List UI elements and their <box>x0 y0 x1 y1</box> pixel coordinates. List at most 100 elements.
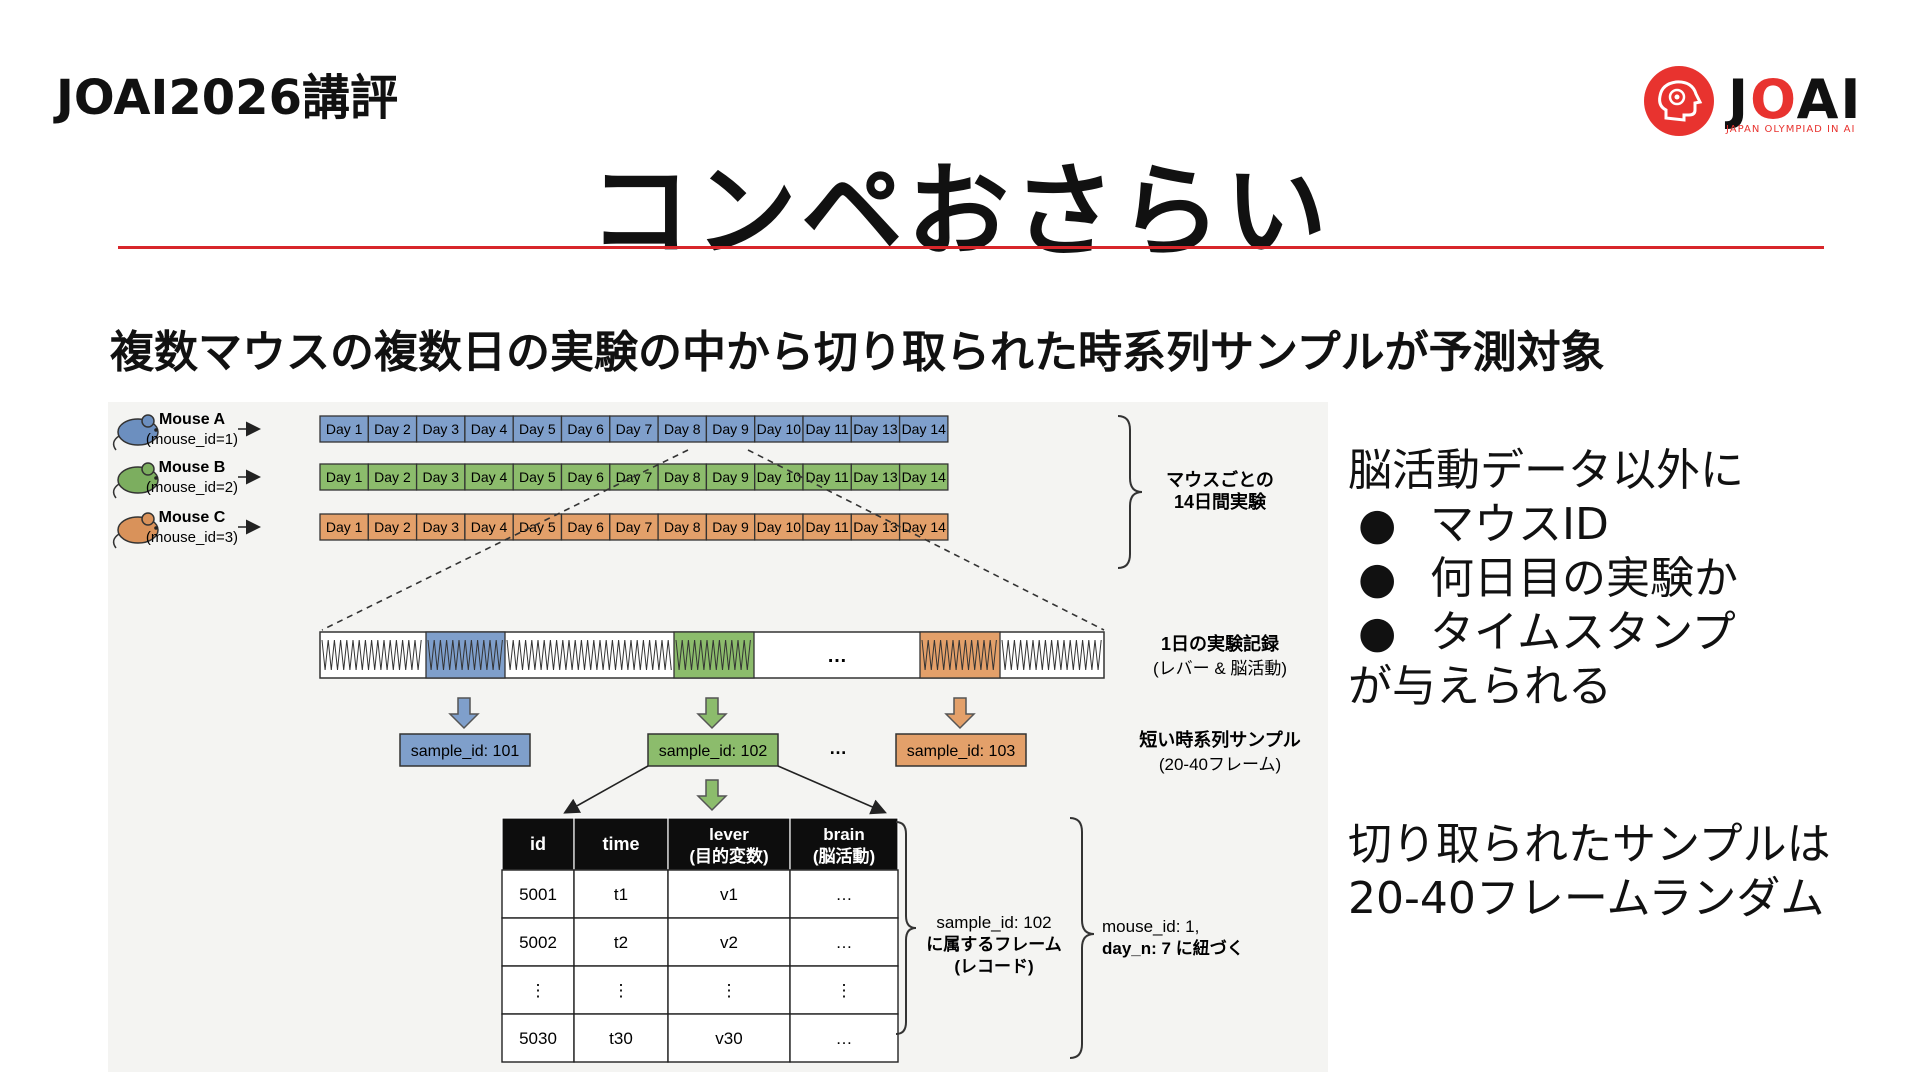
sample-box-101 <box>399 733 531 767</box>
table-header-cell <box>667 817 791 871</box>
bullet-icon: ● <box>1358 499 1397 550</box>
day-label: Day 1 <box>326 421 363 437</box>
experiment-brace <box>1117 415 1143 569</box>
mouse-name: Mouse A <box>159 411 226 428</box>
day-cell <box>802 513 852 541</box>
features-intro: 脳活動データ以外に <box>1348 445 1744 496</box>
table-cell-text: 5001 <box>519 885 557 904</box>
table-header-cell <box>789 817 899 871</box>
day-cell <box>415 415 466 443</box>
day-label: Day 3 <box>422 469 459 485</box>
table-cell <box>501 869 575 919</box>
mouse-rows: Mouse A (mouse_id=1) Day 1 Day 2 Day 3 Day 4 D… <box>112 411 949 549</box>
bullet-item-day: ●何日目の実験か <box>1348 552 1744 606</box>
day-cell <box>367 415 418 443</box>
record-sample-segment <box>673 631 755 679</box>
mouse-icon <box>112 462 159 499</box>
short-series-label-1: 短い時系列サンプル <box>1139 729 1300 750</box>
day-label: Day 7 <box>616 421 653 437</box>
day-label: Day 9 <box>712 421 749 437</box>
mouse-icon <box>112 512 159 549</box>
experiment-label-1: マウスごとの <box>1166 469 1274 490</box>
table-cell-text: … <box>836 1029 853 1048</box>
sample-boxes: sample_id: 101 sample_id: 102 … sample_i… <box>399 733 1027 767</box>
waveform <box>506 639 672 671</box>
samples-ellipsis: … <box>829 738 847 758</box>
table-cell <box>789 917 899 967</box>
record-sample-segment <box>919 631 1001 679</box>
day-label: Day 10 <box>757 519 802 535</box>
waveform <box>427 639 503 671</box>
short-series-label-2: (20-40フレーム) <box>1159 755 1281 774</box>
day-label: Day 14 <box>902 469 947 485</box>
record-label-1: 1日の実験記録 <box>1161 633 1280 654</box>
bullet-item-mouse-id: ●マウスID <box>1348 498 1744 552</box>
table-cell-text: ⋮ <box>721 981 738 1000</box>
table-header-label: lever <box>709 825 749 844</box>
day-cell <box>898 513 949 541</box>
day-label: Day 4 <box>471 421 508 437</box>
record-sample-segment <box>425 631 506 679</box>
day-cell <box>464 513 514 541</box>
day-cell <box>367 513 418 541</box>
mouse-name: Mouse B <box>159 459 226 476</box>
sample-box-102 <box>647 733 779 767</box>
day-cell <box>560 513 611 541</box>
table-cell-text: 5002 <box>519 933 557 952</box>
table-header-sublabel: (脳活動) <box>813 846 875 866</box>
day-label: Day 1 <box>326 519 363 535</box>
day-cell <box>609 415 659 443</box>
day-cell <box>754 415 804 443</box>
sample-label-103: sample_id: 103 <box>907 743 1016 760</box>
day-label: Day 11 <box>805 469 849 485</box>
waveform <box>921 639 997 671</box>
day-cell <box>319 415 369 443</box>
table-cell <box>789 1013 899 1063</box>
day-label: Day 2 <box>374 469 411 485</box>
day-cell <box>657 463 708 491</box>
waveform <box>1001 639 1102 671</box>
day-cell <box>319 463 369 491</box>
day-cell <box>754 463 804 491</box>
side-notes-sample: 切り取られたサンプルは 20-40フレームランダム <box>1348 818 1831 926</box>
day-label: Day 6 <box>567 421 604 437</box>
mouse-id-label: (mouse_id=1) <box>146 431 238 448</box>
day-label: Day 14 <box>902 421 947 437</box>
table-cell-text: t2 <box>614 933 628 952</box>
mouse-icon <box>112 414 159 451</box>
day-cell <box>898 463 949 491</box>
table-cell <box>501 1013 575 1063</box>
sample-note-line-2: 20-40フレームランダム <box>1348 873 1825 924</box>
joai-logo: JOAI JAPAN OLYMPIAD IN AI <box>1644 66 1864 146</box>
day-label: Day 6 <box>567 519 604 535</box>
brain-head-icon <box>1644 66 1714 136</box>
day-label: Day 14 <box>902 519 947 535</box>
logo-tagline: JAPAN OLYMPIAD IN AI <box>1726 124 1856 135</box>
day-label: Day 13 <box>853 469 898 485</box>
bullet-icon: ● <box>1358 553 1397 604</box>
day-label: Day 7 <box>616 519 653 535</box>
features-outro: が与えられる <box>1348 661 1612 712</box>
day-cell <box>657 415 708 443</box>
day-label: Day 10 <box>757 469 802 485</box>
mouse-name: Mouse C <box>159 509 226 526</box>
sample-label-102: sample_id: 102 <box>659 743 768 760</box>
frames-label-3: (レコード) <box>954 957 1033 976</box>
table-header-sublabel: (目的変数) <box>689 846 768 866</box>
day-cell <box>464 415 514 443</box>
day-cell <box>512 415 563 443</box>
day-label: Day 8 <box>664 469 701 485</box>
day-label: Day 11 <box>805 421 849 437</box>
day-label: Day 3 <box>422 519 459 535</box>
day-label: Day 4 <box>471 469 508 485</box>
day-label: Day 5 <box>519 469 556 485</box>
mouse-id-label: (mouse_id=2) <box>146 479 238 496</box>
table-cell <box>667 869 791 919</box>
day-label: Day 11 <box>805 519 849 535</box>
day-label: Day 10 <box>757 421 802 437</box>
day-cell <box>705 463 756 491</box>
day-label: Day 13 <box>853 421 898 437</box>
